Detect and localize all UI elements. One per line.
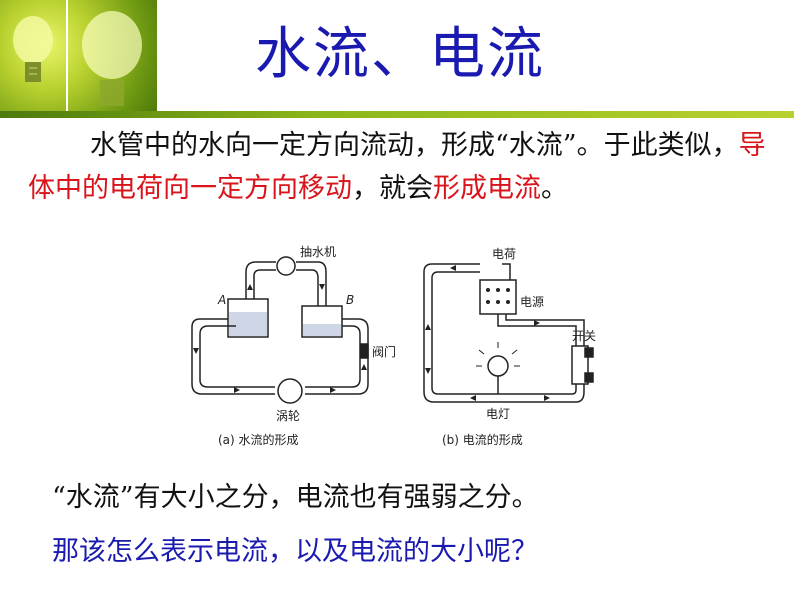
water-circuit [191,256,369,404]
tank-b-label: B [346,293,354,307]
banner-divider [66,0,68,111]
comparison-diagram: 抽水机 A B 阀门 涡轮 (a) 水流的形成 [191,245,596,447]
bulb-icon [13,11,142,106]
header-banner: 水流、电流 [0,0,794,111]
intro-text-1: 水管中的水向一定方向流动，形成“水流”。于此类似， [90,130,739,161]
source-label: 电源 [520,295,544,309]
lightbulb-image [0,0,157,111]
page-title: 水流、电流 [255,22,545,87]
electric-circuit [423,263,594,403]
lamp-label: 电灯 [486,407,510,421]
intro-highlight-1: 导体中的电荷向一定方向移动 [28,130,766,204]
intro-paragraph: 水管中的水向一定方向流动，形成“水流”。于此类似，导体中的电荷向一定方向移动，就… [28,124,778,210]
question-note: 那该怎么表示电流，以及电流的大小呢？ [52,536,538,567]
pump-label: 抽水机 [300,245,336,259]
intro-highlight-2: 形成电流 [433,173,541,204]
electric-caption: (b) 电流的形成 [442,432,523,447]
header-accent-bar [0,111,794,118]
lamp-rays [476,342,520,367]
charge-flow-arrows [425,265,550,401]
water-current-diagram: 抽水机 A B 阀门 涡轮 (a) 水流的形成 [180,244,600,459]
valve-label: 阀门 [372,344,396,359]
water-flow-arrows [193,284,367,393]
water-caption: (a) 水流的形成 [218,432,299,447]
tank-a-label: A [217,293,226,307]
comparison-note: “水流”有大小之分，电流也有强弱之分。 [52,482,539,513]
switch-label: 开关 [572,329,596,343]
intro-text-2: ，就会 [352,173,433,204]
intro-text-3: 。 [541,173,568,204]
charge-label: 电荷 [492,247,516,261]
turbine-label: 涡轮 [276,409,300,423]
